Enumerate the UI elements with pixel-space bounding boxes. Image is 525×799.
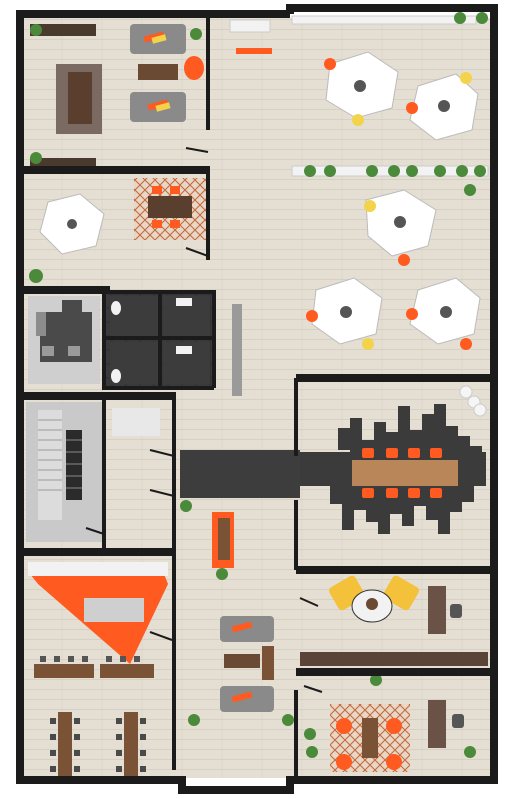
reception-sofa	[36, 312, 46, 336]
orange-chair	[406, 102, 418, 114]
window-counter	[291, 15, 477, 25]
plants	[29, 12, 488, 758]
office-chair	[452, 714, 464, 728]
stairwell	[26, 402, 160, 542]
open-office-top-right	[291, 15, 489, 350]
orange-chair	[324, 58, 336, 70]
bench-desk	[124, 712, 138, 782]
private-office-mid-right	[300, 575, 488, 666]
reception-chair	[68, 346, 80, 356]
orange-chair	[406, 308, 418, 320]
conference-chairs	[362, 448, 442, 498]
bookshelf	[30, 24, 96, 36]
executive-desk	[68, 72, 92, 124]
yellow-chair	[364, 200, 376, 212]
kitchen-cafe	[28, 562, 168, 678]
sink-icon	[176, 346, 192, 354]
conference-table	[352, 460, 458, 486]
meeting-table	[148, 196, 192, 218]
work-area-bottom-left	[50, 712, 146, 782]
kitchenette-counter	[229, 19, 271, 33]
planter-divider	[232, 304, 242, 396]
sink-icon	[176, 298, 192, 306]
pendant-lights	[459, 385, 487, 417]
side-table	[262, 646, 274, 680]
reception-lounge	[28, 296, 100, 384]
office-chair	[450, 604, 462, 618]
lounge-corridor	[212, 19, 274, 712]
credenza	[300, 652, 488, 666]
office-desk	[428, 586, 446, 634]
toilet-icon	[111, 369, 121, 383]
toilet-icon	[111, 301, 121, 315]
coffee-table	[138, 64, 178, 80]
interior-walls	[102, 16, 298, 780]
bench-desk	[58, 712, 72, 782]
yellow-chair	[460, 72, 472, 84]
yellow-chair	[362, 338, 374, 350]
door-swings	[85, 147, 323, 693]
reception-chair	[42, 346, 54, 356]
office-desk	[428, 700, 446, 748]
cafe-table	[34, 664, 94, 678]
bookshelf	[30, 158, 96, 168]
sofa	[220, 686, 274, 712]
walls	[16, 4, 498, 794]
executive-office-top-left	[30, 24, 204, 168]
cafe-table	[100, 664, 154, 678]
corridor-carpet	[180, 450, 302, 498]
yellow-chair	[352, 114, 364, 126]
meeting-room-left	[39, 178, 206, 255]
armchair	[382, 575, 420, 611]
office-bottom-right	[330, 700, 464, 772]
orange-chair	[184, 56, 204, 80]
coffee-table	[224, 654, 260, 668]
sofa	[220, 616, 274, 642]
orange-chair	[398, 254, 410, 266]
orange-chair	[306, 310, 318, 322]
conference-room	[300, 380, 488, 570]
kitchen-island	[84, 598, 144, 622]
meeting-table	[362, 718, 378, 758]
orange-chair	[460, 338, 472, 350]
